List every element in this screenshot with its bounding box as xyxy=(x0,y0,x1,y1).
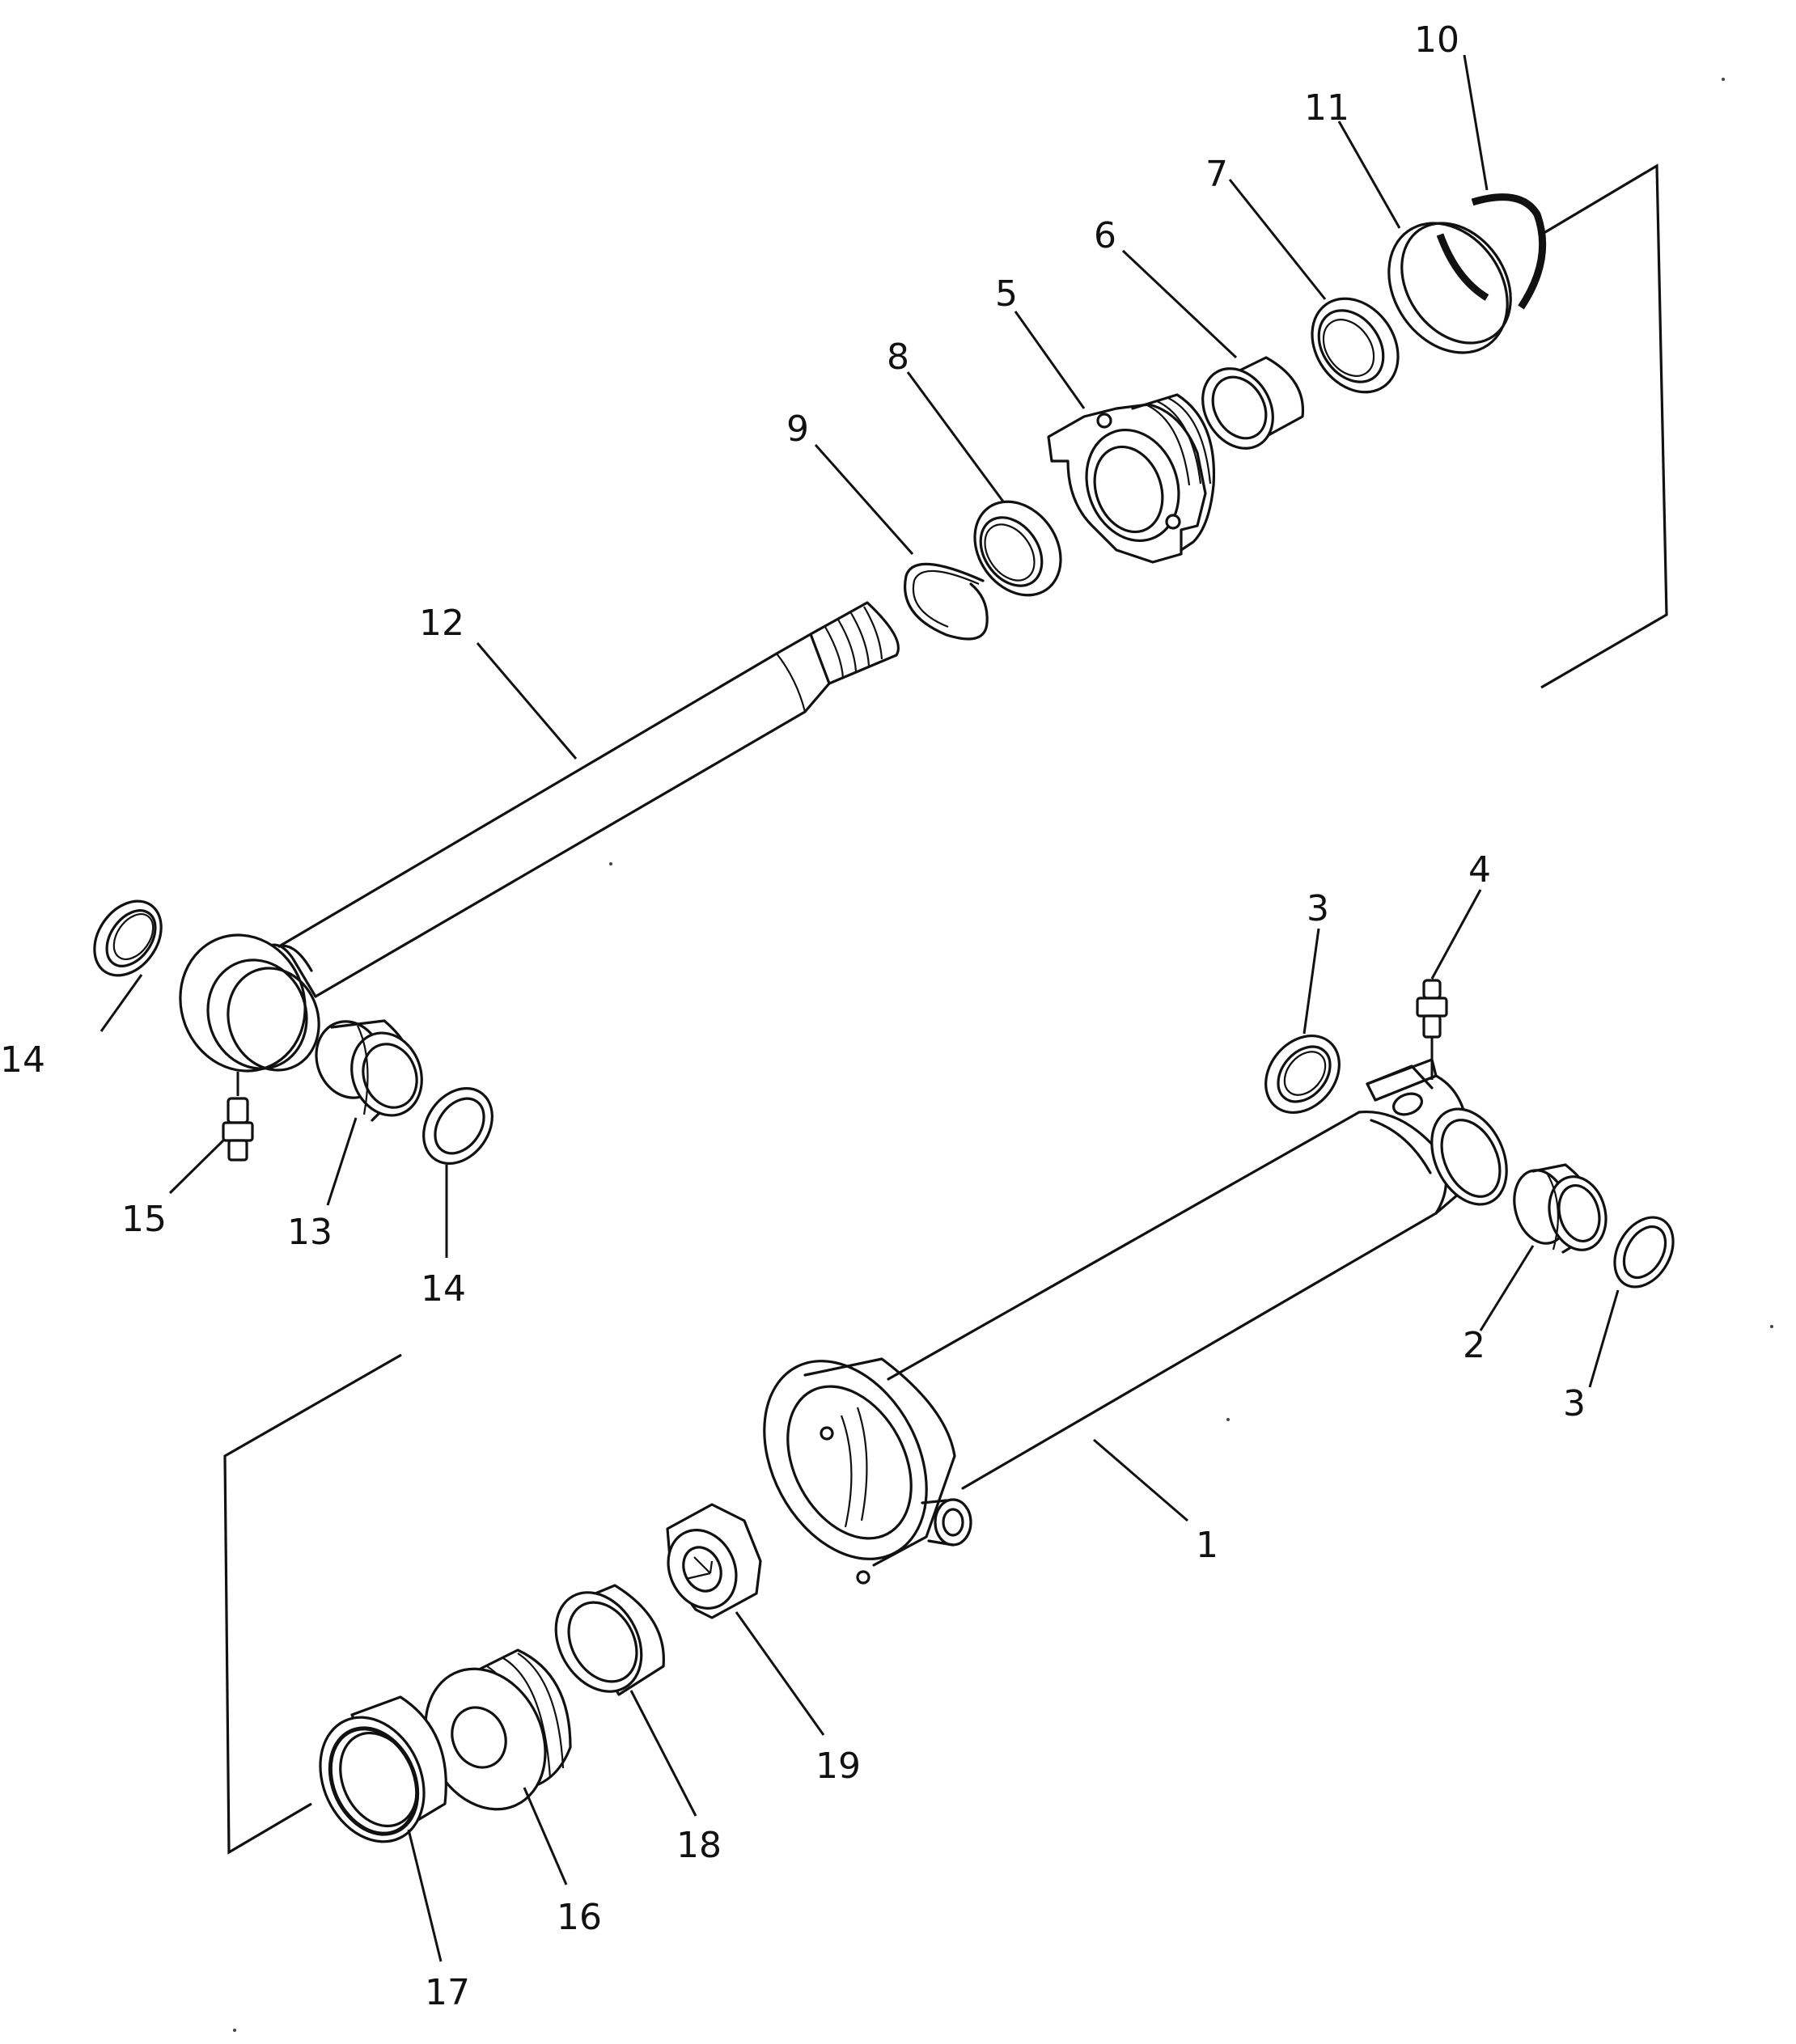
wear-ring-17 xyxy=(319,1695,447,1843)
label-part-10: 10 xyxy=(1414,19,1459,61)
label-part-14-left: 14 xyxy=(0,1039,45,1081)
ring-7 xyxy=(1311,297,1400,394)
label-part-14-right: 14 xyxy=(421,1268,466,1310)
label-part-16: 16 xyxy=(557,1897,602,1938)
label-part-2: 2 xyxy=(1463,1325,1485,1366)
lower-assembly-bracket xyxy=(223,1353,402,1855)
grease-fitting-4 xyxy=(1416,979,1448,1080)
label-part-15: 15 xyxy=(121,1199,167,1240)
grease-fitting-15 xyxy=(222,1072,254,1162)
upper-assembly-bracket xyxy=(1540,163,1668,689)
ring-6 xyxy=(1201,356,1305,450)
dust-seal-14-right xyxy=(422,1087,493,1165)
cylinder-tube xyxy=(763,1058,1508,1585)
piston-rod xyxy=(179,601,900,1073)
label-part-11: 11 xyxy=(1304,87,1349,129)
dust-seal-3-bottom xyxy=(1613,1216,1675,1289)
label-part-8: 8 xyxy=(887,336,909,378)
part-number-labels: 10 11 7 6 5 8 9 12 14 15 13 14 3 4 2 3 1… xyxy=(0,19,1586,2013)
dust-seal-14-left xyxy=(93,899,163,977)
label-part-17: 17 xyxy=(425,1972,470,2013)
label-part-13: 13 xyxy=(287,1212,333,1253)
piston-16 xyxy=(424,1648,572,1811)
backup-ring-10 xyxy=(1436,193,1547,310)
ring-18 xyxy=(554,1584,665,1696)
ring-8 xyxy=(973,500,1062,597)
label-part-6: 6 xyxy=(1094,215,1116,256)
label-part-3-bottom: 3 xyxy=(1563,1383,1586,1424)
leader-lines xyxy=(100,54,1620,1962)
dust-seal-3-top xyxy=(1264,1034,1341,1115)
bushing-2 xyxy=(1513,1163,1608,1254)
scan-specks xyxy=(233,78,1773,2032)
label-part-1: 1 xyxy=(1196,1525,1218,1566)
label-part-3-top: 3 xyxy=(1307,888,1329,929)
bushing-13 xyxy=(315,1019,423,1122)
label-part-12: 12 xyxy=(419,603,464,644)
label-part-7: 7 xyxy=(1205,154,1228,195)
label-part-4: 4 xyxy=(1468,849,1491,891)
nut-19 xyxy=(666,1503,762,1619)
cylinder-head-5 xyxy=(1047,393,1216,564)
snap-ring-9 xyxy=(904,562,989,641)
label-part-19: 19 xyxy=(815,1746,861,1787)
label-part-18: 18 xyxy=(676,1825,722,1866)
ring-11 xyxy=(1387,222,1512,354)
label-part-9: 9 xyxy=(786,408,809,450)
label-part-5: 5 xyxy=(995,273,1018,315)
